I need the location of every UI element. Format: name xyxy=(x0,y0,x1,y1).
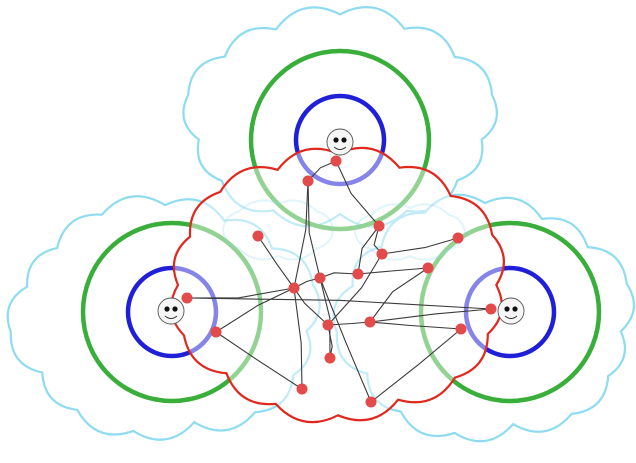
network-edge xyxy=(370,328,462,403)
network-edge xyxy=(357,267,429,275)
network-node xyxy=(314,272,326,284)
network-node xyxy=(181,292,193,304)
network-node xyxy=(365,396,377,408)
user-top-face xyxy=(326,128,354,156)
network-edge xyxy=(369,308,492,323)
network-node xyxy=(252,230,264,242)
network-node xyxy=(288,282,300,294)
network-edge xyxy=(335,160,380,227)
network-edge xyxy=(215,331,303,390)
network-node xyxy=(210,326,222,338)
network-node xyxy=(485,303,497,315)
network-edge xyxy=(293,287,303,390)
network-node xyxy=(322,319,334,331)
right-user-cloud xyxy=(332,193,635,443)
user-right-face xyxy=(497,297,525,325)
network-node xyxy=(352,268,364,280)
network-edge xyxy=(327,321,371,326)
network-edge xyxy=(381,237,459,255)
user-left-face xyxy=(157,297,185,325)
network-node xyxy=(324,352,336,364)
network-edge xyxy=(215,287,295,333)
network-node xyxy=(302,175,314,187)
top-user-cloud xyxy=(182,6,499,228)
network-node xyxy=(373,220,385,232)
network-node xyxy=(364,316,376,328)
network-node xyxy=(455,323,467,335)
network-node xyxy=(330,155,342,167)
network-edge xyxy=(293,180,309,289)
right-inner-range-ring xyxy=(463,265,557,359)
network-edge xyxy=(319,277,372,403)
smiley-face-icon xyxy=(497,297,525,325)
ghost-cloud-trace xyxy=(353,203,467,261)
network-edge xyxy=(357,225,380,275)
smiley-face-icon xyxy=(157,297,185,325)
network-edge xyxy=(327,253,383,326)
network-edge xyxy=(319,277,331,359)
network-edge xyxy=(369,267,429,323)
network-edge xyxy=(369,321,462,330)
network-edges xyxy=(186,160,492,403)
range-rings xyxy=(80,48,602,404)
network-edge xyxy=(186,297,492,310)
network-edge xyxy=(307,160,337,182)
network-region-cloud xyxy=(170,146,505,424)
network-edge xyxy=(257,235,295,289)
cloud-layer xyxy=(6,6,635,443)
right-outer-range-ring xyxy=(418,220,602,404)
left-outer-range-ring xyxy=(80,220,264,404)
network-nodes xyxy=(181,155,497,408)
network-edge xyxy=(293,287,329,326)
network-node xyxy=(296,383,308,395)
network-node xyxy=(376,248,388,260)
top-outer-range-ring xyxy=(248,48,432,232)
smiley-face-icon xyxy=(326,128,354,156)
network-edge xyxy=(307,180,321,279)
network-node xyxy=(422,262,434,274)
network-node xyxy=(452,232,464,244)
top-inner-range-ring xyxy=(293,93,387,187)
left-inner-range-ring xyxy=(125,265,219,359)
